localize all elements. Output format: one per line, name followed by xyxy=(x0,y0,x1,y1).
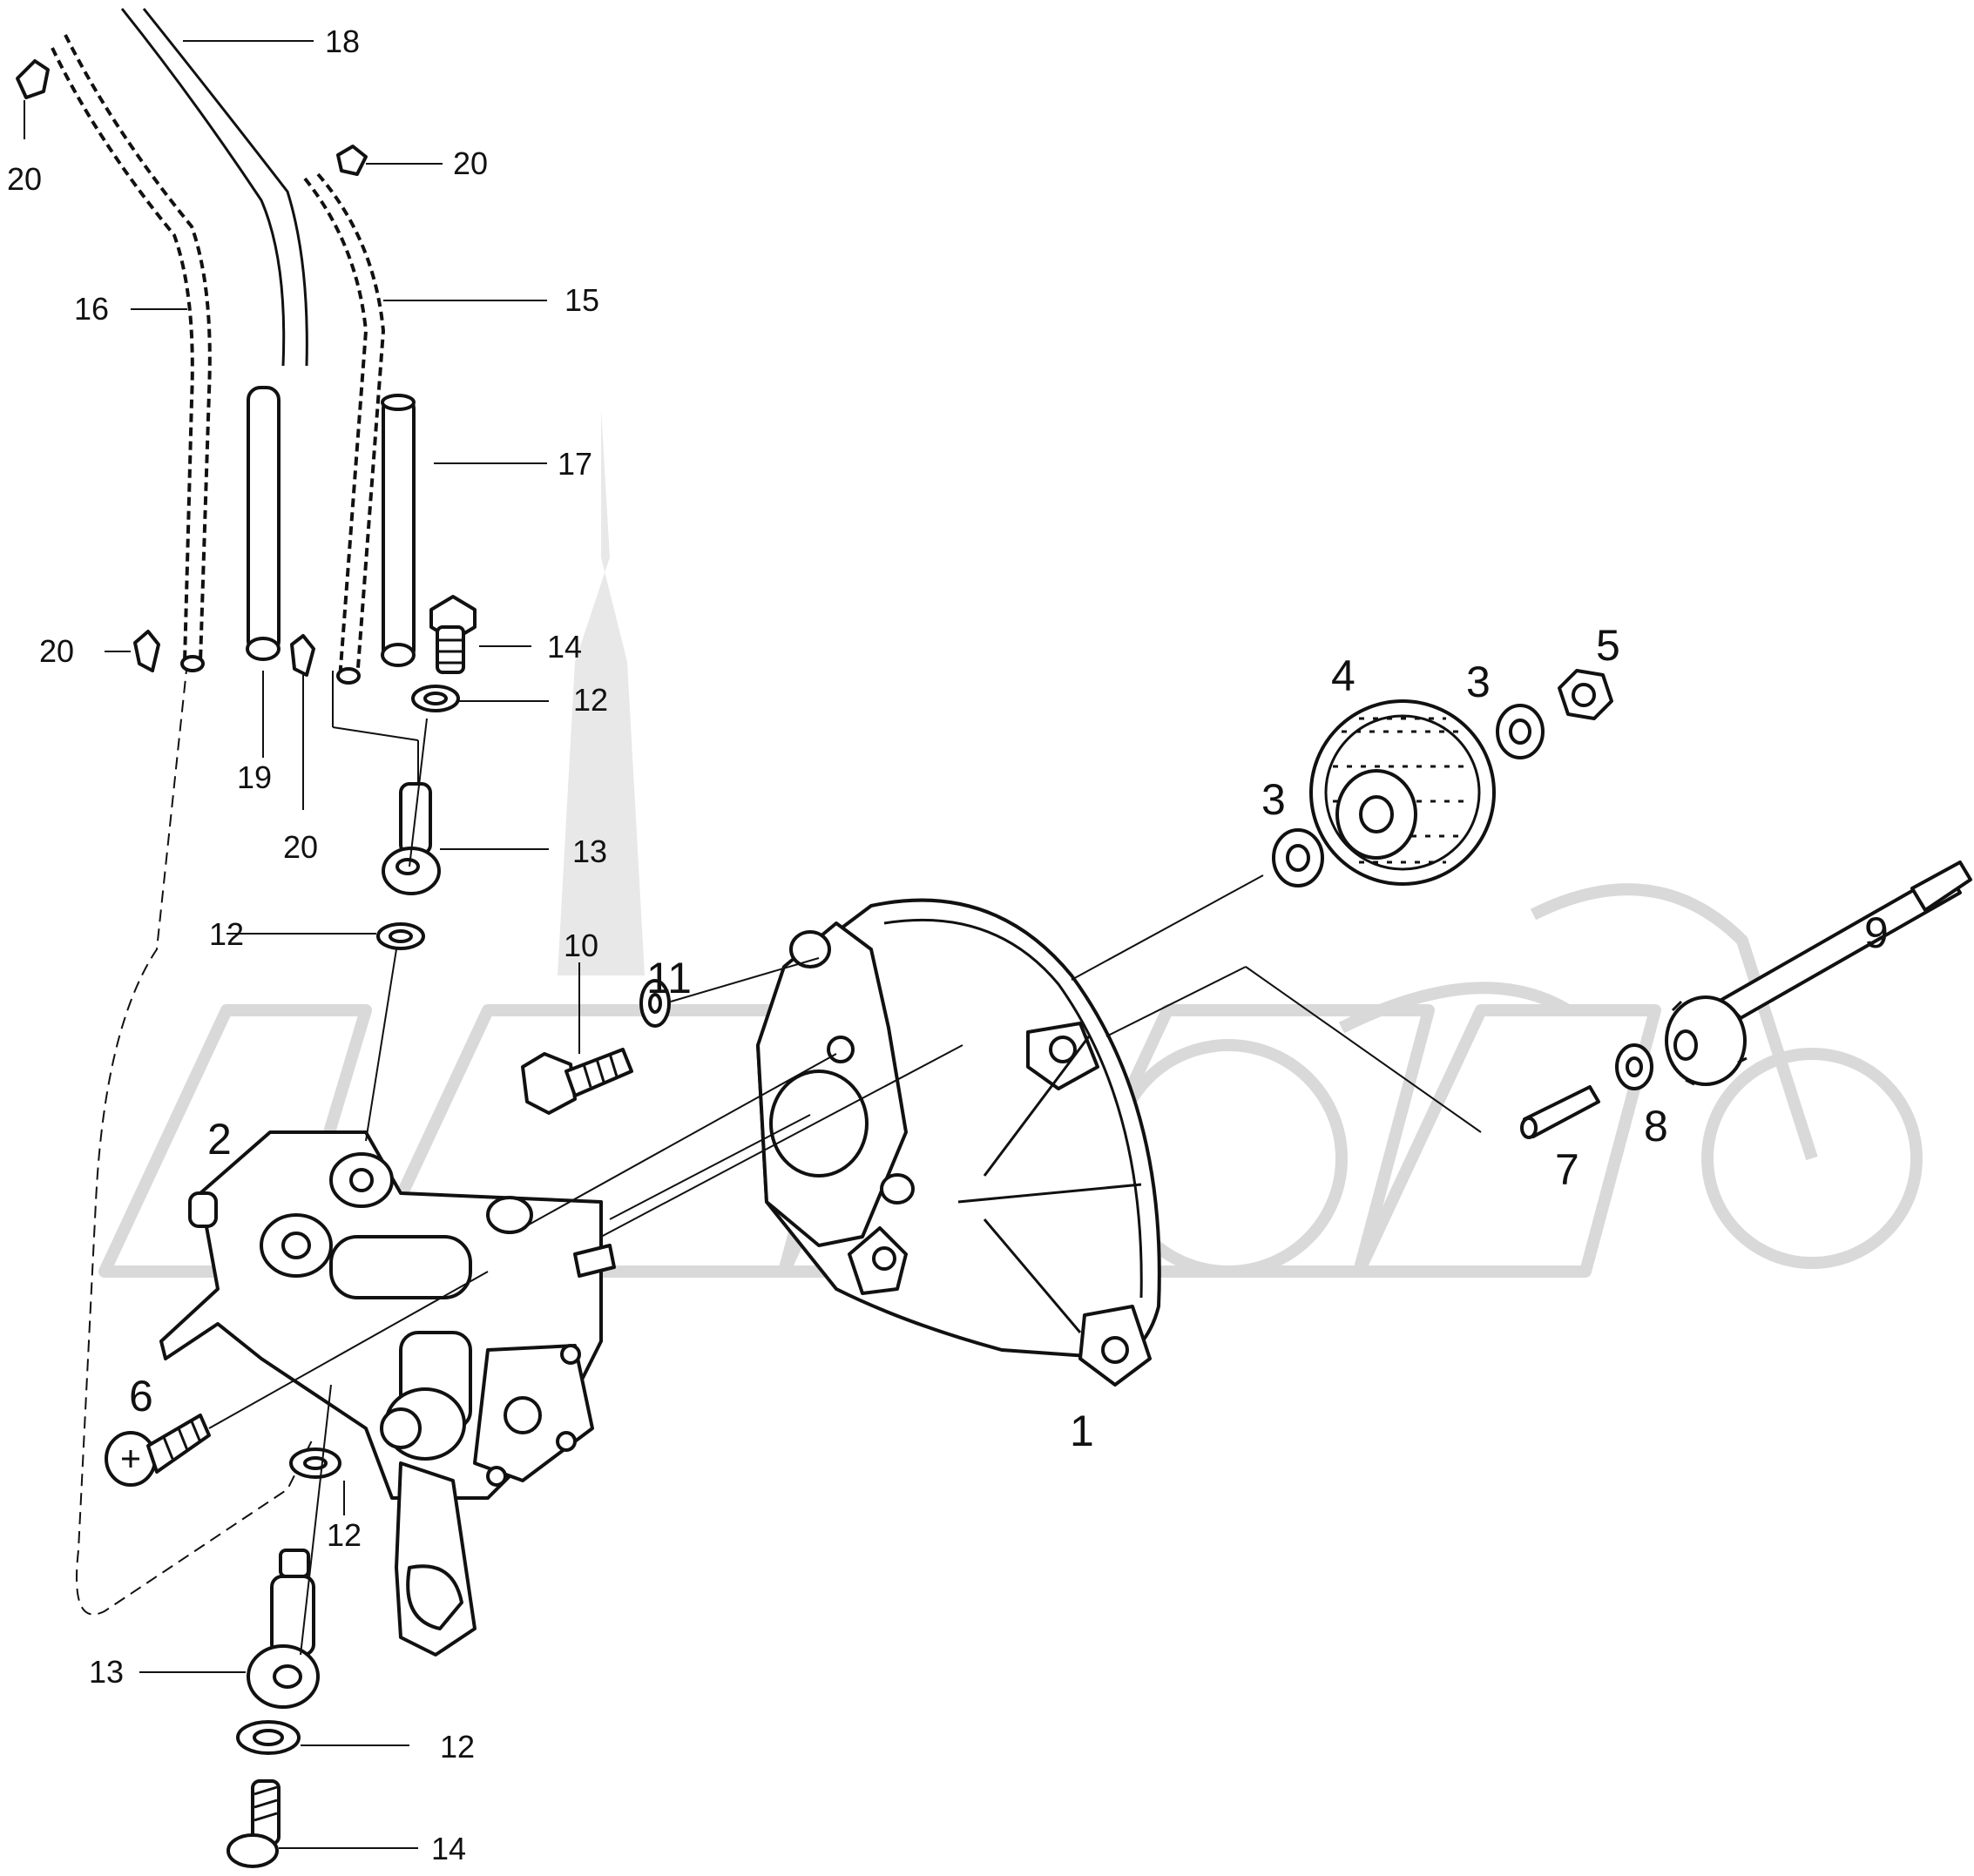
callout-4: 4 xyxy=(1331,651,1355,700)
callout-1: 1 xyxy=(1070,1407,1094,1455)
banjo-bolt-14-top xyxy=(429,595,477,674)
callout-12-d: 12 xyxy=(440,1729,475,1765)
callout-20-top-right: 20 xyxy=(453,145,488,181)
banjo-bolt-14-bottom xyxy=(226,1779,281,1868)
hose-19 xyxy=(247,386,281,655)
callout-12-a: 12 xyxy=(573,682,608,718)
callout-18: 18 xyxy=(325,24,360,59)
hose-15 xyxy=(303,177,368,680)
callout-labels: 1 2 3 3 4 5 6 7 8 9 10 11 12 12 12 12 13… xyxy=(7,24,1889,1866)
pin-7 xyxy=(1520,1085,1600,1139)
hose-17 xyxy=(382,395,416,664)
callout-13-top: 13 xyxy=(572,833,607,869)
callout-20-top-left: 20 xyxy=(7,161,42,197)
assembly-outline xyxy=(76,661,314,1616)
callout-20-left: 20 xyxy=(39,633,74,669)
clip-20-top-right xyxy=(336,145,368,176)
hose-18 xyxy=(120,8,286,367)
callout-2: 2 xyxy=(207,1115,232,1164)
callout-17: 17 xyxy=(558,446,592,482)
hose-assembly xyxy=(51,8,416,685)
callout-8: 8 xyxy=(1644,1102,1668,1151)
banjo-fitting-13-bottom xyxy=(247,1549,320,1709)
clips xyxy=(16,59,368,677)
clip-20-center xyxy=(290,634,315,677)
callout-13-bottom: 13 xyxy=(89,1654,124,1690)
gear-4 xyxy=(1309,699,1496,886)
hose-16 xyxy=(64,34,212,663)
callout-7: 7 xyxy=(1555,1145,1579,1194)
callout-12-b: 12 xyxy=(209,916,244,952)
callout-12-c: 12 xyxy=(327,1517,362,1553)
callout-14-top: 14 xyxy=(547,629,582,665)
screw-6 xyxy=(105,1414,211,1487)
banjo-fitting-13-top xyxy=(382,782,441,895)
callout-15: 15 xyxy=(564,282,599,318)
callout-14-bottom: 14 xyxy=(431,1831,466,1866)
oil-pump-2 xyxy=(159,1130,616,1657)
pump-cover-1 xyxy=(756,898,1161,1387)
bolt-10 xyxy=(521,1048,633,1115)
callout-10: 10 xyxy=(564,928,598,963)
watermark-logo xyxy=(98,409,1923,1278)
callout-19: 19 xyxy=(237,759,272,795)
shaft-9 xyxy=(1665,860,1972,1086)
clip-20-top-left xyxy=(16,59,50,99)
callout-5: 5 xyxy=(1596,621,1620,670)
nut-5 xyxy=(1558,669,1613,720)
callout-3-upper: 3 xyxy=(1466,658,1491,706)
callout-9: 9 xyxy=(1864,908,1889,957)
clip-20-left xyxy=(133,630,160,672)
callout-20-center: 20 xyxy=(283,829,318,865)
callout-6: 6 xyxy=(129,1372,153,1420)
callout-3-lower: 3 xyxy=(1261,775,1286,824)
callout-16: 16 xyxy=(74,291,109,327)
callout-11: 11 xyxy=(646,954,692,1002)
assembly-axis-lines xyxy=(208,671,1482,1656)
callout-leaders xyxy=(24,40,580,1849)
